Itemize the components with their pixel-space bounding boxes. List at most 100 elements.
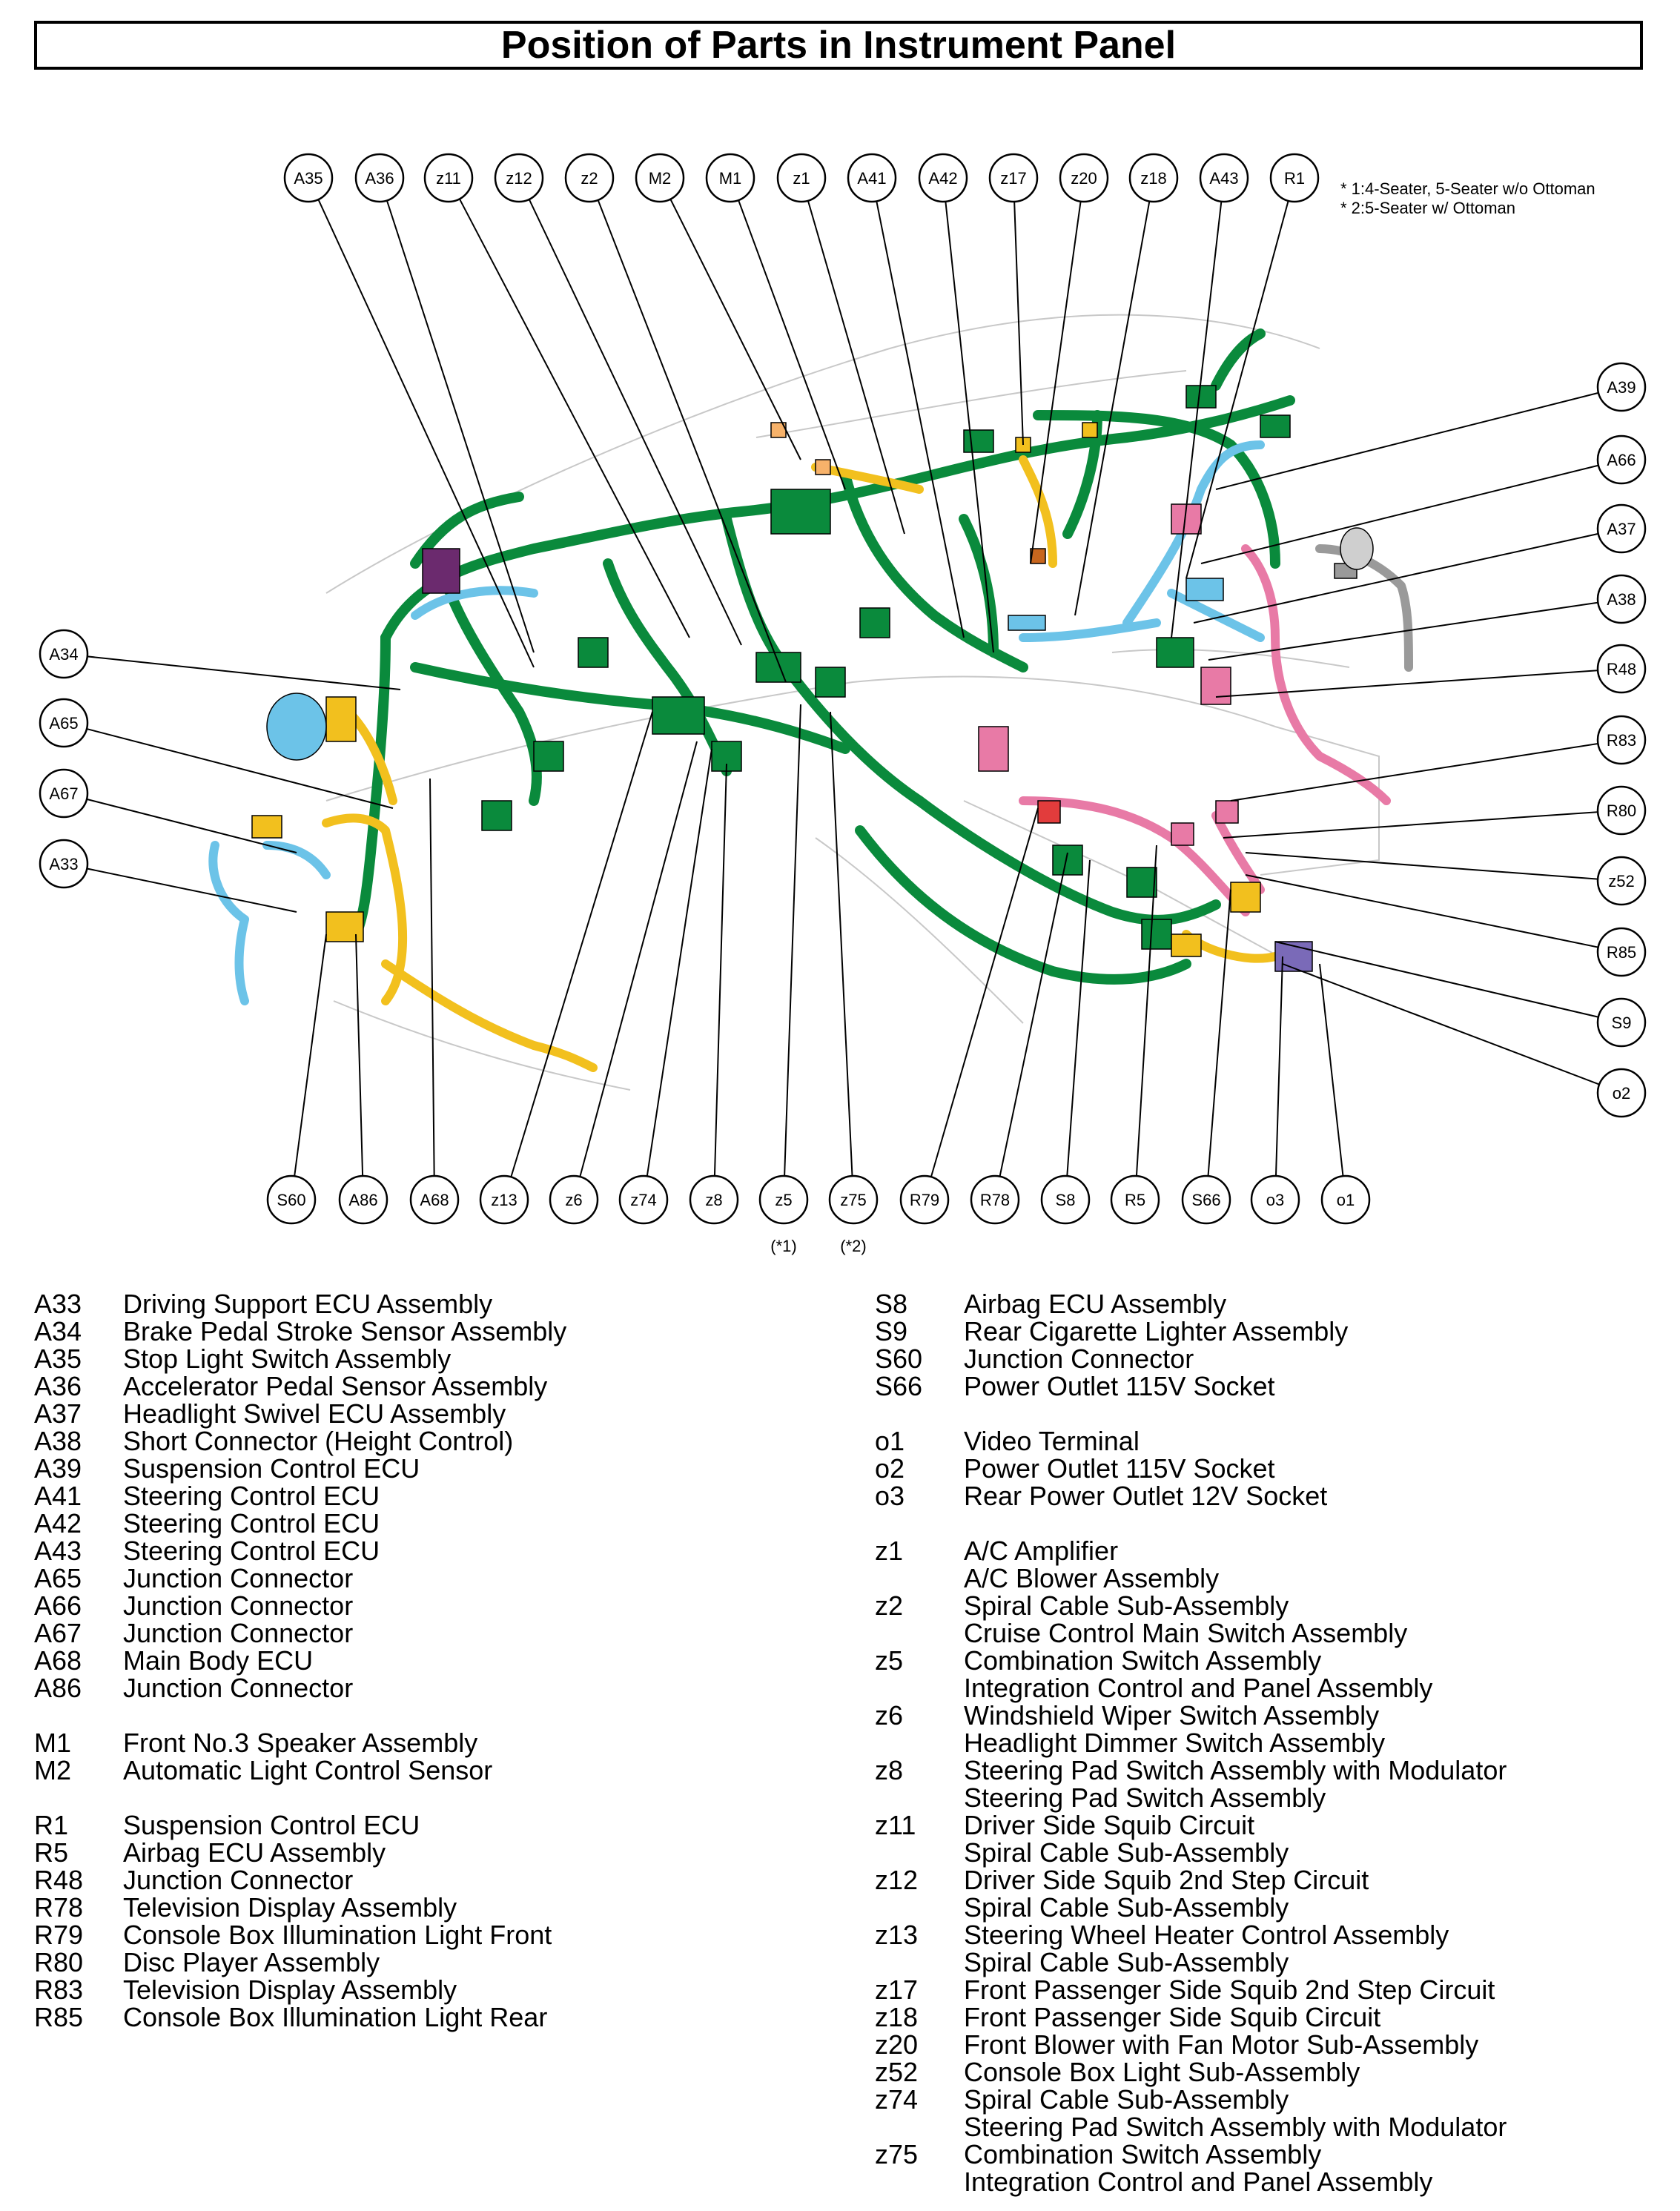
callout-circle-a68 — [409, 1174, 460, 1225]
leader-line-z5 — [783, 704, 801, 1200]
callout-circle-a39 — [1596, 362, 1647, 412]
leader-line-z12 — [518, 177, 742, 646]
callout-label-z2: z2 — [581, 169, 598, 188]
legend-description: Spiral Cable Sub-Assembly — [964, 1947, 1289, 1977]
callout-label-a33: A33 — [49, 855, 78, 873]
legend-description: Driver Side Squib Circuit — [964, 1810, 1255, 1840]
leader-line-o3 — [1274, 956, 1283, 1200]
legend-code: R85 — [34, 2002, 84, 2032]
legend-description: Television Display Assembly — [123, 1892, 457, 1923]
leader-line-z6 — [573, 741, 698, 1200]
legend-code: A86 — [34, 1673, 82, 1703]
legend-row: A34 Brake Pedal Stroke Sensor Assembly — [34, 1318, 566, 1345]
callout-circle-a36 — [354, 153, 405, 203]
legend-code: A65 — [34, 1563, 82, 1593]
note-1: * 1:4-Seater, 5-Seater w/o Ottoman — [1340, 179, 1595, 198]
legend-description: Steering Wheel Heater Control Assembly — [964, 1920, 1449, 1950]
legend-description: Steering Pad Switch Assembly — [964, 1782, 1326, 1813]
callout-circle-z18 — [1128, 153, 1179, 203]
legend-description: Junction Connector — [123, 1673, 354, 1703]
callout-label-z5: z5 — [775, 1191, 792, 1209]
footnote-z5: (*1) — [770, 1237, 796, 1255]
legend-description: Automatic Light Control Sensor — [123, 1755, 493, 1785]
legend-description: Integration Control and Panel Assembly — [964, 2167, 1433, 2197]
leader-line-a41 — [871, 177, 965, 638]
leader-line-a42 — [942, 177, 994, 653]
legend-description: Junction Connector — [123, 1563, 354, 1593]
callout-circle-r80 — [1596, 785, 1647, 836]
legend-description: Spiral Cable Sub-Assembly — [964, 1590, 1289, 1621]
legend-code — [875, 1839, 964, 1866]
callout-circle-a86 — [338, 1174, 388, 1225]
legend-code: z5 — [875, 1645, 904, 1676]
legend-code: z1 — [875, 1536, 904, 1566]
legend-code: R79 — [34, 1920, 84, 1950]
legend-row: z18 Front Passenger Side Squib Circuit — [875, 2003, 1507, 2031]
legend-code — [875, 1674, 964, 1702]
callout-label-z75: z75 — [840, 1191, 866, 1209]
legend-code: z74 — [875, 2084, 919, 2115]
leader-line-m1 — [730, 177, 846, 490]
legend-code: R5 — [34, 1837, 69, 1868]
legend-description: Steering Pad Switch Assembly with Modula… — [964, 1755, 1507, 1785]
callout-label-a37: A37 — [1607, 520, 1636, 538]
leader-line-r48 — [1215, 668, 1622, 698]
legend-code: R48 — [34, 1865, 84, 1895]
callout-label-s60: S60 — [277, 1191, 305, 1209]
legend-code: o3 — [875, 1481, 905, 1511]
callout-label-a36: A36 — [365, 169, 394, 188]
callout-label-s9: S9 — [1612, 1014, 1632, 1032]
legend-description: Cruise Control Main Switch Assembly — [964, 1618, 1408, 1648]
legend-description: Front Passenger Side Squib Circuit — [964, 2002, 1381, 2032]
legend-code: R78 — [34, 1892, 84, 1923]
legend-code: z18 — [875, 2002, 919, 2032]
leader-line-r83 — [1230, 739, 1622, 802]
legend-description: Spiral Cable Sub-Assembly — [964, 1837, 1289, 1868]
legend-spacer — [875, 1400, 1507, 1427]
callout-circle-a66 — [1596, 434, 1647, 485]
legend-description: Console Box Light Sub-Assembly — [964, 2057, 1360, 2087]
callout-label-a41: A41 — [857, 169, 886, 188]
legend-description: Console Box Illumination Light Rear — [123, 2002, 548, 2032]
legend-code: S9 — [875, 1316, 908, 1346]
legend-description: Brake Pedal Stroke Sensor Assembly — [123, 1316, 567, 1346]
callout-circle-a43 — [1199, 153, 1249, 203]
leader-line-o2 — [1282, 963, 1622, 1094]
legend-code: A66 — [34, 1590, 82, 1621]
callout-label-r78: R78 — [980, 1191, 1010, 1209]
legend-code: S60 — [875, 1344, 923, 1374]
callout-label-a35: A35 — [294, 169, 323, 188]
callout-label-z11: z11 — [436, 169, 461, 188]
callout-label-a38: A38 — [1607, 590, 1636, 609]
legend-code: A34 — [34, 1316, 82, 1346]
legend-code: A33 — [34, 1289, 82, 1319]
leader-line-a34 — [63, 653, 401, 690]
leader-line-a68 — [429, 778, 435, 1200]
leader-lines — [63, 177, 1622, 1200]
leader-line-a35 — [308, 177, 535, 668]
callout-circle-r79 — [899, 1174, 950, 1225]
leader-line-a66 — [1200, 459, 1622, 564]
callout-label-r48: R48 — [1607, 660, 1636, 678]
legend-description: Windshield Wiper Switch Assembly — [964, 1700, 1380, 1731]
legend-code: M1 — [34, 1728, 72, 1758]
leader-line-r79 — [924, 807, 1039, 1200]
callout-label-z13: z13 — [491, 1191, 517, 1209]
callout-circle-z1 — [776, 153, 827, 203]
callout-circle-a38 — [1596, 574, 1647, 624]
callout-circle-a37 — [1596, 503, 1647, 554]
